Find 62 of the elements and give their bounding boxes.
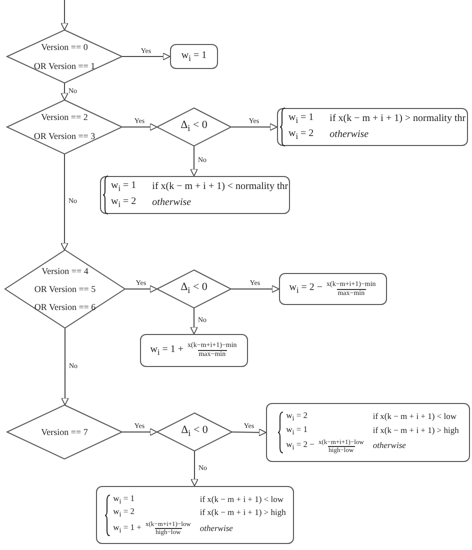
formula-text: otherwise [372, 441, 407, 452]
arrow [60, 82, 68, 100]
arrow [60, 0, 68, 30]
arrow [232, 428, 266, 436]
formula-text: w$_{i}$ = 1 [110, 180, 136, 194]
result-box [266, 403, 470, 462]
decision-diamond [157, 413, 232, 451]
result-box [140, 334, 248, 367]
result-box [277, 108, 468, 146]
formula-text: w$_{i}$ = 2 [113, 507, 136, 520]
formula-text: if x(k − m + i + 1) < low [372, 412, 458, 422]
arrow [190, 308, 198, 334]
formula-text: w$_{i}$ = 1 + [113, 522, 142, 535]
condition-text: Version == 0 [41, 42, 88, 52]
condition-text: Version == 2 [41, 113, 88, 122]
formula-text: w$_{i}$ = 1 [113, 494, 136, 506]
decision-diamond [5, 250, 125, 328]
formula-text: w$_{i}$ = 1 [181, 50, 207, 64]
arrow [122, 428, 158, 436]
condition-text: Version == 7 [41, 428, 88, 436]
condition-text: OR Version == 5 [34, 284, 96, 294]
condition-text: Δ$_{i}$ < 0 [181, 425, 208, 439]
formula-text: w$_{i}$ = 2 − [286, 440, 314, 452]
arrow [60, 154, 68, 250]
formula-text: otherwise [200, 524, 234, 534]
formula-text: w$_{i}$ = 1 + [150, 344, 184, 358]
condition-text: Δ$_{i}$ < 0 [180, 120, 208, 134]
decision-diamond [157, 270, 231, 308]
condition-text: OR Version == 3 [34, 132, 96, 141]
formula-text: w$_{i}$ = 2 [110, 196, 136, 210]
condition-text: OR Version == 1 [34, 62, 96, 70]
condition-text: OR Version == 6 [34, 302, 96, 312]
result-box [170, 44, 218, 69]
formula-text: w$_{i}$ = 2 [288, 128, 314, 142]
formula-text: otherwise [330, 129, 370, 141]
arrow [190, 450, 198, 486]
arrow [122, 52, 170, 60]
formula-text: if x(k − m + i + 1) < low [200, 494, 284, 504]
formula-text: if x(k − m + i + 1) > high [372, 426, 459, 436]
condition-text: Δ$_{i}$ < 0 [180, 282, 208, 296]
decision-diamond [7, 30, 122, 83]
formula-text: w$_{i}$ = 2 [286, 411, 309, 423]
arrow [61, 328, 69, 406]
decision-diamond [7, 405, 122, 459]
arrow [124, 285, 158, 293]
result-box [100, 176, 290, 214]
decision-diamond [157, 108, 231, 146]
formula-text: if x(k − m + i + 1) > normality thr [330, 113, 466, 125]
arrow [230, 123, 278, 131]
formula-text: otherwise [152, 197, 192, 209]
arrow [190, 146, 198, 176]
formula-text: if x(k − m + i + 1) > high [200, 508, 286, 518]
formula-text: w$_{i}$ = 2 − [289, 282, 323, 296]
formula-text: w$_{i}$ = 1 [288, 112, 314, 126]
arrow [230, 285, 280, 293]
result-box [279, 273, 387, 305]
result-box [96, 486, 294, 544]
decision-diamond [7, 100, 122, 154]
formula-text: w$_{i}$ = 1 [286, 424, 309, 437]
formula-text: if x(k − m + i + 1) < normality thr [152, 181, 288, 193]
condition-text: Version == 4 [42, 266, 88, 276]
arrow [122, 123, 158, 131]
